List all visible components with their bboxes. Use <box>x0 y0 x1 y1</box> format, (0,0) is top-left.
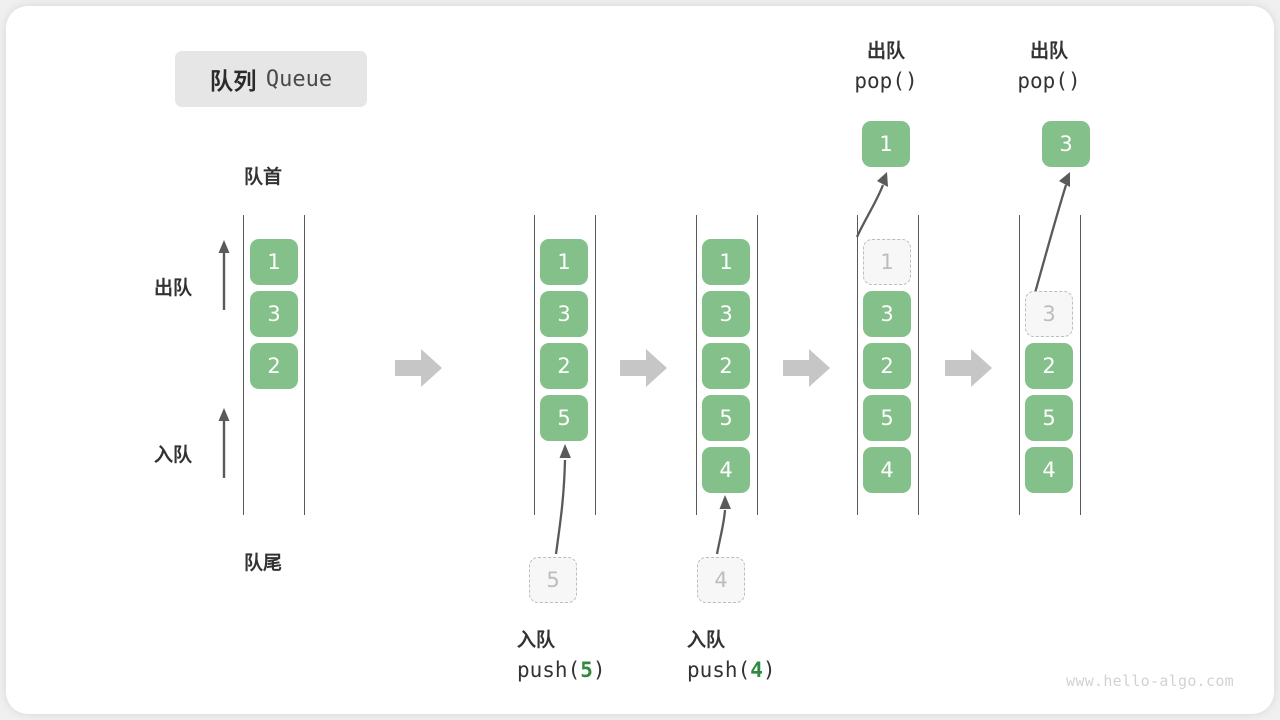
push-label-code: push(4) <box>687 655 902 687</box>
dequeue-direction-label: 出队 <box>154 277 193 299</box>
queue-cell: 3 <box>863 291 911 337</box>
push-pointer-arrow <box>715 495 731 555</box>
pop-label-cn: 出队 <box>866 40 905 62</box>
queue-cell: 3 <box>540 291 588 337</box>
queue-cell: 1 <box>540 239 588 285</box>
pop-label-code: pop() <box>854 68 918 93</box>
push-call-arg: 5 <box>580 657 593 682</box>
pop-label-cn: 出队 <box>1029 40 1068 62</box>
queue-cell: 1 <box>702 239 750 285</box>
queue-rear-label: 队尾 <box>244 552 283 574</box>
queue-cell: 2 <box>540 343 588 389</box>
enqueue-direction-arrow <box>218 408 230 478</box>
pop-operation-label-2: 出队 pop() <box>959 37 1139 97</box>
push-call-suffix: ) <box>592 657 606 682</box>
queue-cell: 3 <box>250 291 298 337</box>
pop-label-code: pop() <box>1017 68 1081 93</box>
queue-cell: 5 <box>1025 395 1073 441</box>
push-call-prefix: push( <box>687 657 751 682</box>
queue-rail-right-col2 <box>595 215 597 515</box>
push-ghost-cell: 5 <box>529 557 577 603</box>
push-ghost-cell: 4 <box>697 557 745 603</box>
queue-rail-left-col3 <box>696 215 698 515</box>
queue-cell: 5 <box>702 395 750 441</box>
push-label-cn: 入队 <box>517 629 556 651</box>
push-operation-label-1: 入队 push(5) <box>446 626 732 686</box>
step-arrow-icon <box>395 349 442 387</box>
push-call-prefix: push( <box>517 657 581 682</box>
diagram-title-chip: 队列 Queue <box>175 51 367 107</box>
push-call-arg: 4 <box>750 657 763 682</box>
queue-cell: 2 <box>1025 343 1073 389</box>
queue-rail-left-col1 <box>243 215 245 515</box>
queue-cell: 4 <box>863 447 911 493</box>
push-label-cn: 入队 <box>687 629 726 651</box>
queue-cell: 3 <box>702 291 750 337</box>
popped-value-cell: 3 <box>1042 121 1090 167</box>
queue-cell: 2 <box>702 343 750 389</box>
dequeue-direction-arrow <box>218 240 230 310</box>
queue-cell: 1 <box>250 239 298 285</box>
push-pointer-arrow <box>554 444 571 555</box>
push-label-code: push(5) <box>517 655 732 687</box>
queue-rail-left-col4 <box>857 215 859 515</box>
step-arrow-icon <box>945 349 992 387</box>
queue-rail-right-col4 <box>918 215 920 515</box>
title-en: Queue <box>265 66 333 92</box>
popped-ghost-cell: 1 <box>863 239 911 285</box>
push-operation-label-2: 入队 push(4) <box>616 626 902 686</box>
queue-cell: 4 <box>702 447 750 493</box>
queue-rail-right-col1 <box>304 215 306 515</box>
queue-rail-left-col5 <box>1019 215 1021 515</box>
watermark: www.hello-algo.com <box>1066 672 1234 690</box>
pop-pointer-arrow <box>1033 172 1070 294</box>
queue-front-label: 队首 <box>244 166 283 188</box>
queue-cell: 5 <box>540 395 588 441</box>
popped-ghost-cell: 3 <box>1025 291 1073 337</box>
pop-pointer-arrow <box>855 172 888 238</box>
step-arrow-icon <box>783 349 830 387</box>
step-arrow-icon <box>620 349 667 387</box>
queue-cell: 4 <box>1025 447 1073 493</box>
enqueue-direction-label: 入队 <box>154 444 193 466</box>
queue-cell: 2 <box>863 343 911 389</box>
queue-rail-left-col2 <box>534 215 536 515</box>
push-call-suffix: ) <box>762 657 776 682</box>
pop-operation-label-1: 出队 pop() <box>796 37 976 97</box>
queue-rail-right-col5 <box>1080 215 1082 515</box>
queue-cell: 5 <box>863 395 911 441</box>
diagram-card: 队列 Queue 队首 队尾 出队 入队 1 3 2 1 3 <box>6 6 1274 714</box>
title-cn: 队列 <box>209 69 257 95</box>
queue-cell: 2 <box>250 343 298 389</box>
popped-value-cell: 1 <box>862 121 910 167</box>
queue-rail-right-col3 <box>757 215 759 515</box>
